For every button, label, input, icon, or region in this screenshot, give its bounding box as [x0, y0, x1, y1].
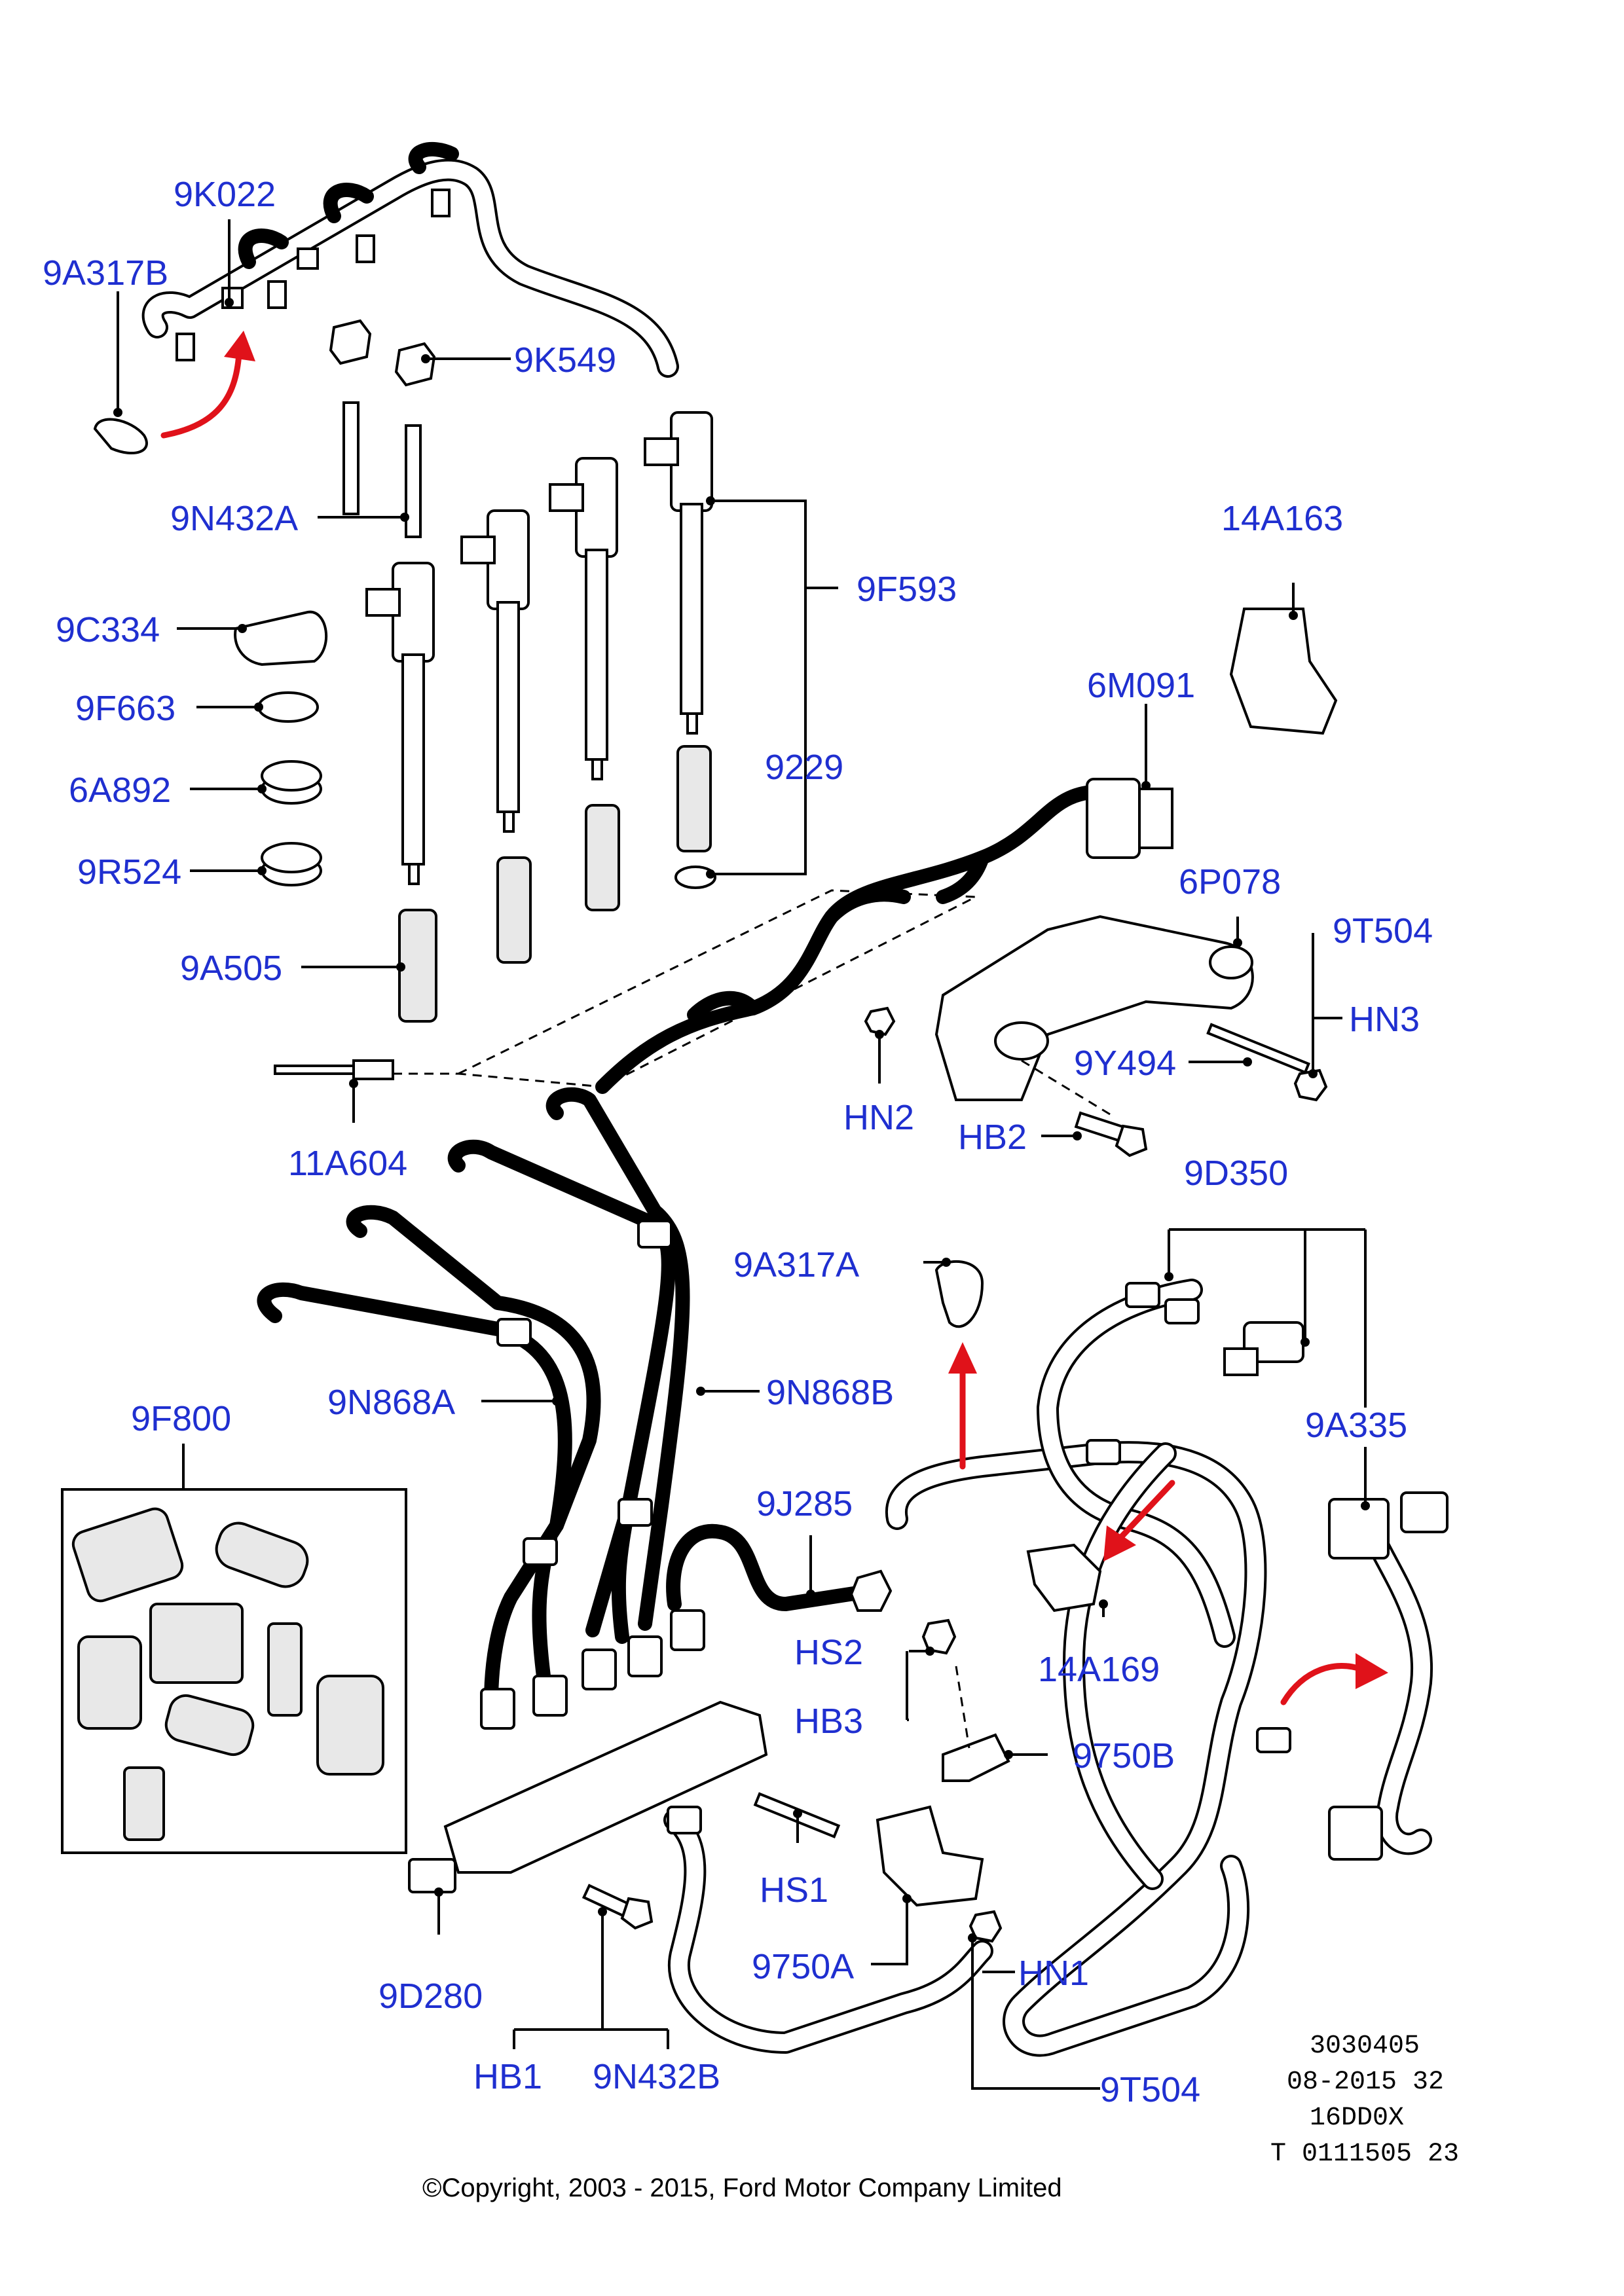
label-hb3: HB3: [794, 1702, 863, 1741]
label-9j285: 9J285: [756, 1484, 853, 1523]
injector-1: [365, 562, 435, 885]
label-6m091: 6M091: [1087, 666, 1195, 705]
label-9d280: 9D280: [378, 1977, 483, 2016]
reference-line-1: 3030405: [1310, 2032, 1420, 2061]
label-9f800: 9F800: [131, 1399, 231, 1438]
label-11a604: 11A604: [288, 1144, 407, 1183]
label-hn3: HN3: [1349, 1000, 1420, 1039]
label-6p078: 6P078: [1179, 862, 1281, 902]
fuel-rail-9d280: [408, 1609, 768, 1893]
connector-6m091: [1086, 778, 1173, 859]
arrow-to-9a335: [1280, 1662, 1365, 1705]
seal-9r524: [261, 842, 322, 886]
injector-sleeves: [398, 745, 712, 1023]
injector-4: [644, 411, 713, 735]
seal-6a892: [261, 760, 322, 805]
label-hb1: HB1: [473, 2057, 542, 2096]
reference-line-4: T 0111505 23: [1270, 2140, 1459, 2169]
label-6a892: 6A892: [69, 771, 171, 810]
label-9t504-top: 9T504: [1333, 911, 1433, 951]
washer-9f663: [257, 691, 319, 723]
washer-9229: [674, 866, 716, 889]
copyright-notice: ©Copyright, 2003 - 2015, Ford Motor Comp…: [422, 2174, 1062, 2202]
label-9f593: 9F593: [857, 570, 957, 609]
bracket-9750b: [942, 1733, 1010, 1782]
sensor-9d350: [1223, 1321, 1304, 1376]
leader-dots: [113, 298, 1370, 1942]
arrow-to-14a169: [1116, 1480, 1175, 1542]
nut-hn1: [969, 1910, 1003, 1943]
label-9f663: 9F663: [75, 689, 175, 728]
reference-line-3: 16DD0X: [1310, 2104, 1404, 2133]
label-9d350: 9D350: [1184, 1154, 1288, 1193]
injector-group: [365, 411, 713, 885]
label-9n868a: 9N868A: [327, 1383, 455, 1422]
label-9a505: 9A505: [180, 949, 282, 988]
label-hn2: HN2: [843, 1098, 914, 1137]
label-9750a: 9750A: [752, 1947, 854, 1986]
harness-dashed-outline: [454, 889, 980, 1088]
label-9c334: 9C334: [56, 610, 160, 649]
reference-codes: 3030405 08-2015 32 16DD0X T 0111505 23: [1270, 2032, 1459, 2169]
clip-9a317b: [93, 418, 148, 455]
nut-hn2: [864, 1006, 896, 1036]
bolt-9n432b: [581, 1884, 654, 1930]
label-9n868b: 9N868B: [766, 1373, 894, 1412]
injector-3: [549, 457, 618, 780]
label-14a163: 14A163: [1221, 499, 1343, 538]
label-14a169: 14A169: [1038, 1650, 1160, 1689]
stud-9n432a: [342, 401, 422, 538]
arrow-top-left: [160, 350, 242, 439]
label-hn1: HN1: [1018, 1954, 1089, 1993]
label-9t504-bottom: 9T504: [1100, 2070, 1200, 2109]
repair-kit-9f800: [61, 1488, 407, 1854]
part-labels: 9K022 9A317B 9K549 9N432A 14A163 9C334 9…: [43, 175, 1433, 2109]
clamp-9c334: [234, 610, 328, 666]
pipe-clips: [496, 1220, 673, 1566]
harness-9a335: [1328, 1491, 1449, 1861]
pipe-9j285: [666, 1523, 878, 1611]
clip-9a317a: [934, 1260, 984, 1328]
clip-14a169: [1026, 1543, 1102, 1613]
label-hs2: HS2: [794, 1633, 863, 1672]
nut-9k549: [329, 319, 436, 387]
bolt-hb2: [1074, 1111, 1148, 1157]
label-9n432a: 9N432A: [170, 499, 298, 538]
label-9r524: 9R524: [77, 852, 181, 892]
bolt-hs2: [921, 1618, 957, 1655]
label-9y494: 9Y494: [1074, 1044, 1176, 1083]
stud-9y494: [1206, 1023, 1310, 1074]
label-9n432b: 9N432B: [593, 2057, 720, 2096]
red-arrows: [160, 331, 1388, 1705]
hose-clips: [667, 1282, 1291, 1834]
label-9a335: 9A335: [1305, 1406, 1407, 1445]
glow-plug-harness: [595, 784, 1120, 1094]
fuel-return-line: [141, 142, 679, 378]
label-9k549: 9K549: [514, 340, 616, 380]
label-hb2: HB2: [958, 1118, 1027, 1157]
label-9229: 9229: [765, 748, 843, 787]
label-9a317a: 9A317A: [733, 1245, 859, 1285]
bracket-14a163: [1229, 608, 1338, 735]
bracket-9750a: [876, 1805, 984, 1907]
reference-line-2: 08-2015 32: [1287, 2068, 1444, 2097]
nut-hn3: [1293, 1068, 1328, 1102]
label-9a317b: 9A317B: [43, 253, 168, 293]
glow-plug-11a604: [274, 1059, 394, 1080]
label-hs1: HS1: [760, 1870, 828, 1910]
leader-lines: [117, 219, 1367, 2090]
label-9750b: 9750B: [1073, 1736, 1175, 1776]
injector-2: [460, 509, 530, 833]
fuel-hoses: [663, 1279, 1267, 2057]
label-9k022: 9K022: [174, 175, 276, 214]
